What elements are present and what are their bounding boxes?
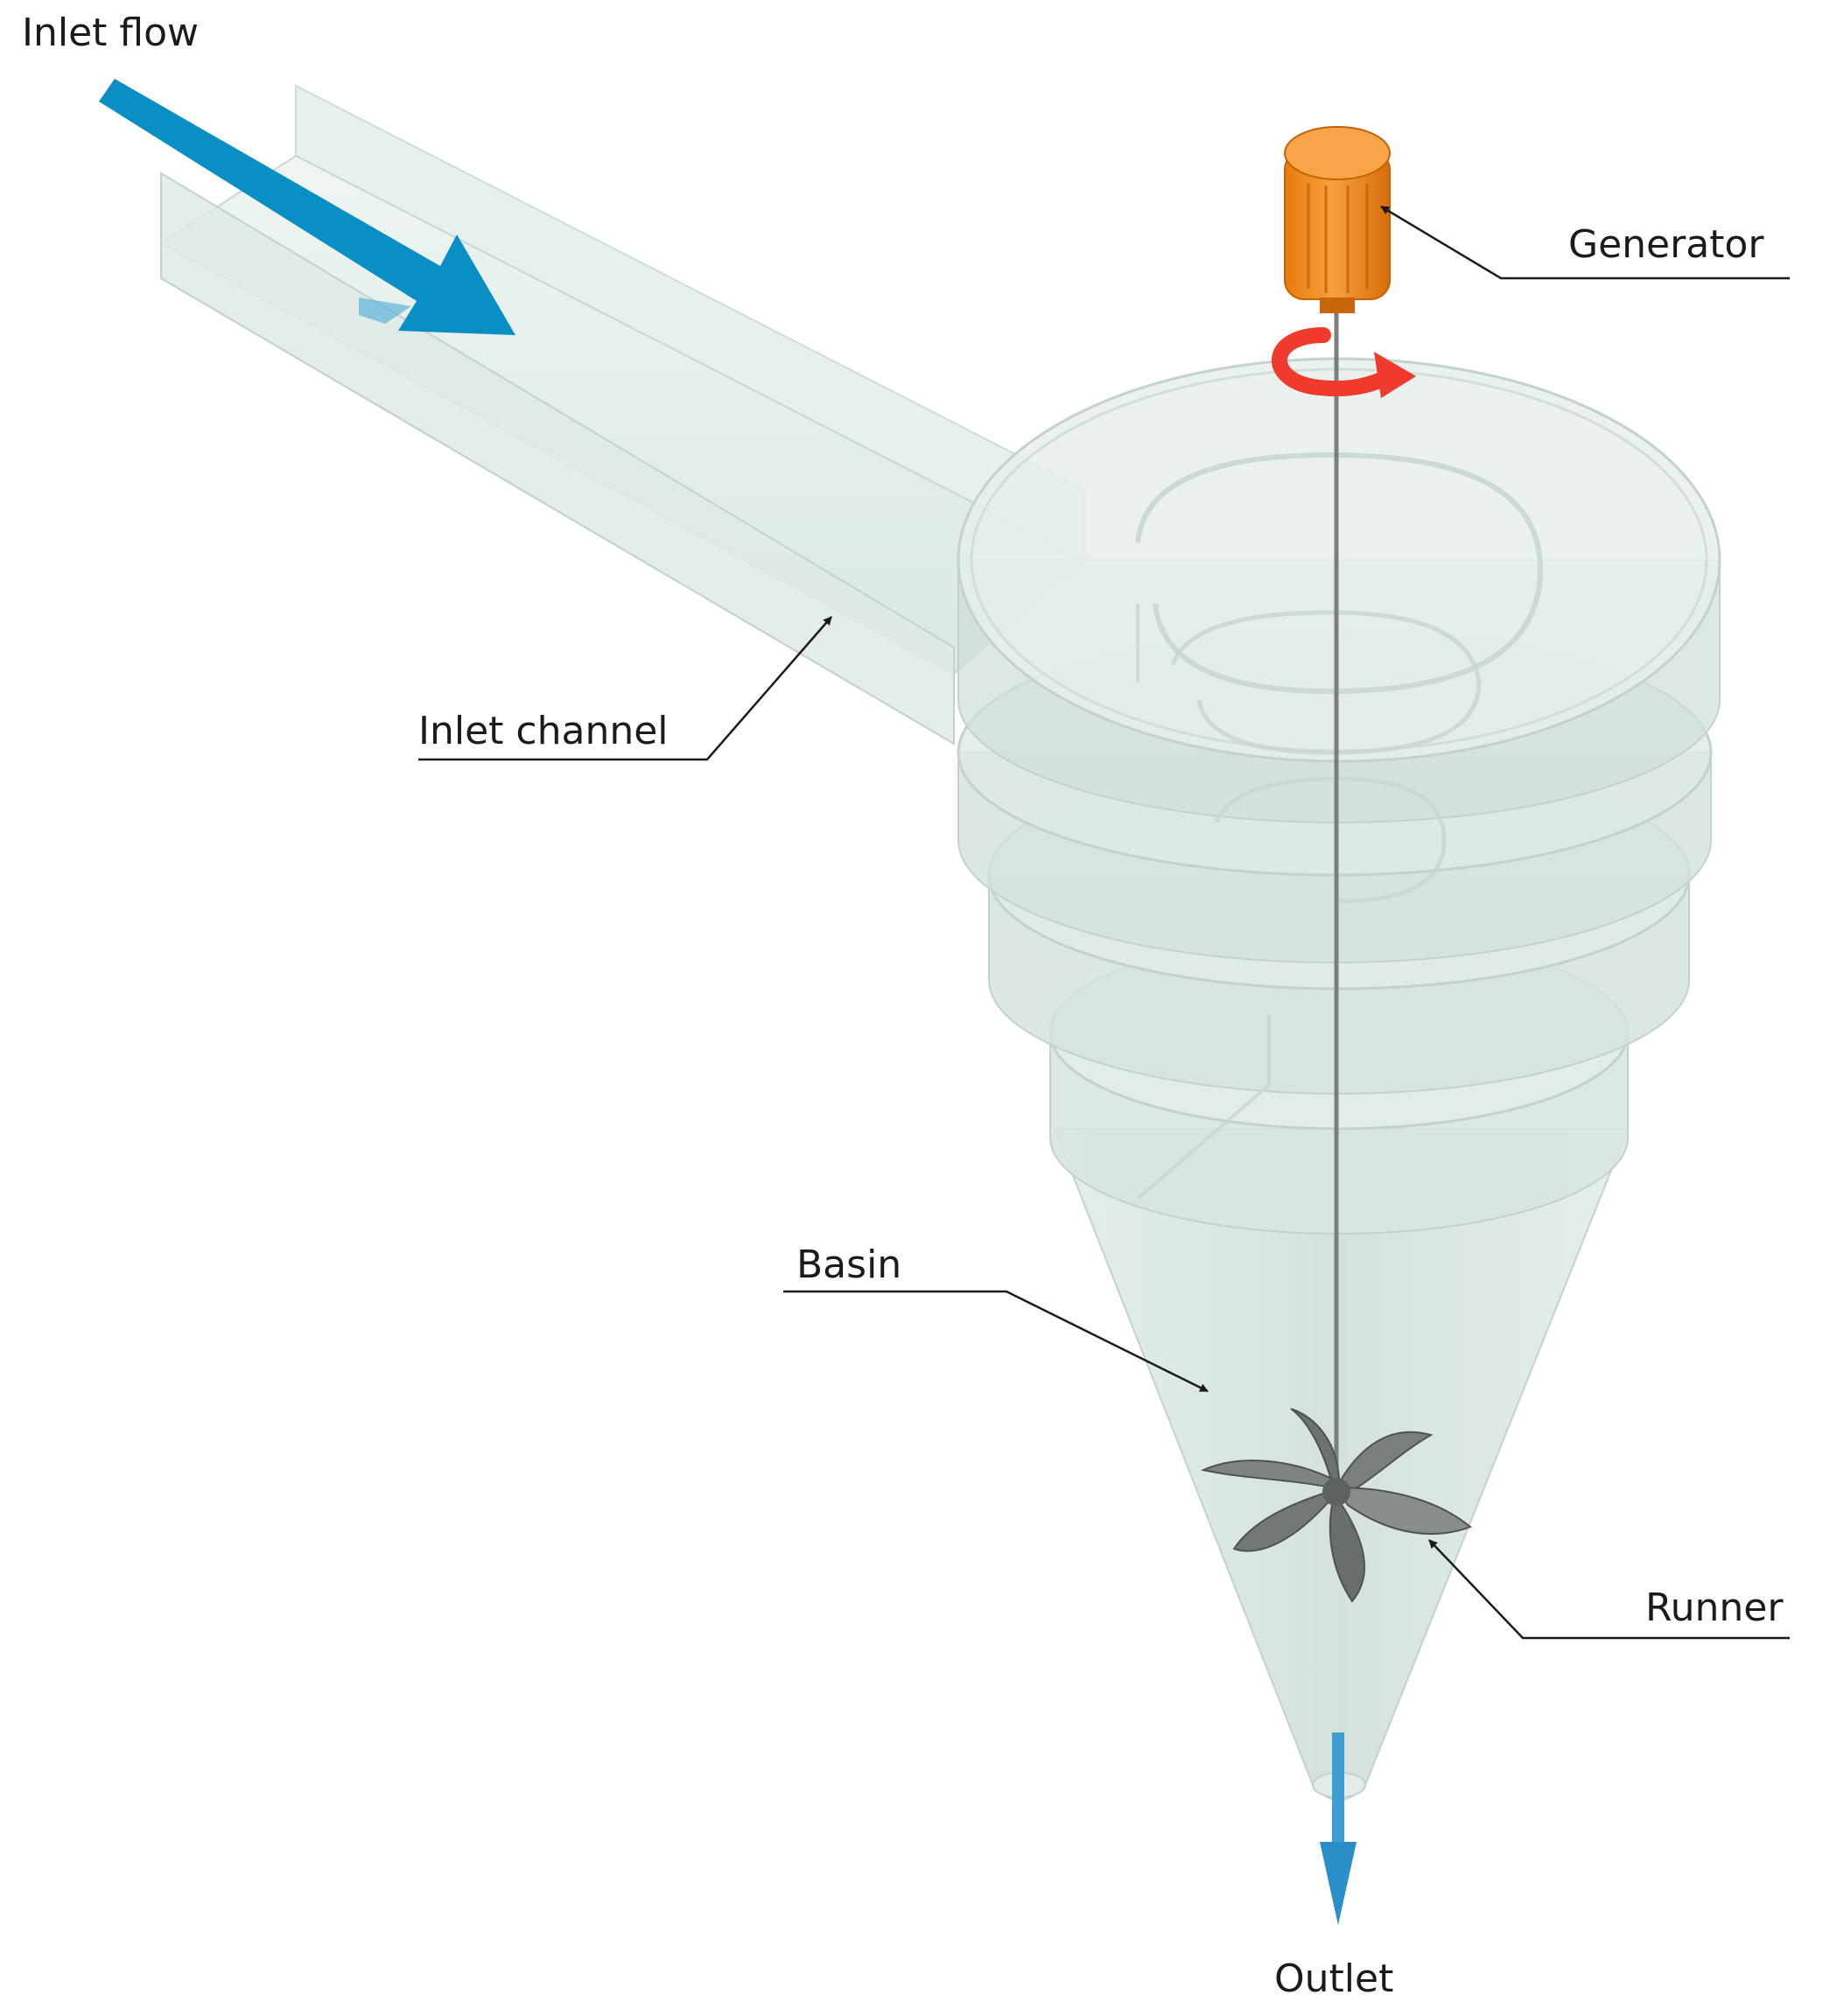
label-basin: Basin <box>796 1242 901 1287</box>
label-generator: Generator <box>1568 222 1764 267</box>
label-inlet-flow: Inlet flow <box>22 10 199 55</box>
basin-leader <box>783 1290 1209 1393</box>
inlet-channel-leader <box>418 616 832 761</box>
leader-lines <box>418 205 1790 1640</box>
outlet-flow-arrow-icon <box>1320 1732 1357 1925</box>
label-runner: Runner <box>1645 1586 1784 1630</box>
label-outlet: Outlet <box>1274 1956 1393 2001</box>
inlet-flow-arrow-icon <box>99 79 515 335</box>
curved-rotation-arrow-icon <box>1272 327 1416 398</box>
runner-impeller <box>1200 1408 1472 1603</box>
generator-leader <box>1380 205 1790 280</box>
generator <box>1284 126 1391 313</box>
label-inlet-channel: Inlet channel <box>418 709 669 753</box>
basin <box>957 357 1721 1802</box>
runner-leader <box>1428 1539 1790 1640</box>
inlet-channel <box>159 84 1087 746</box>
